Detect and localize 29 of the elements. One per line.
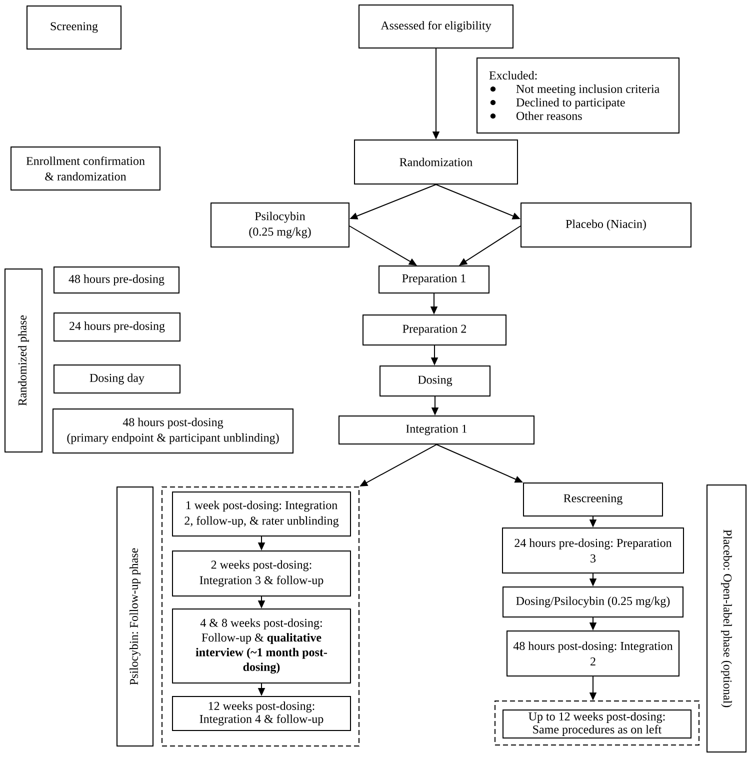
stage-box: Enrollment confirmation & randomization (10, 146, 160, 190)
timepoint-box: 48 hours pre-dosing (54, 266, 180, 294)
process-box: Dosing/Psilocybin (0.25 mg/kg) (502, 586, 684, 618)
process-box: Randomization (354, 140, 518, 184)
phase-band: Randomized phase (4, 268, 42, 452)
dashed-group-frame (162, 486, 360, 746)
stage-box: Screening (26, 6, 122, 50)
process-box: Assessed for eligibility (358, 4, 514, 48)
timepoint-box: Dosing day (54, 364, 180, 394)
process-box: Up to 12 weeks post-dosing: Same procedures as on left (502, 710, 692, 738)
process-box: 48 hours post-dosing: Integration 2 (506, 630, 680, 676)
exclusion-box: Excluded: Not meeting inclusion criteria Declined to participate Other reasons (476, 58, 680, 134)
process-box: 4 & 8 weeks post-dosing: Follow-up & qualitative interview (~1 month post-dosing) (172, 608, 351, 684)
phase-band: Placebo: Open-label phase (optional) (706, 484, 746, 752)
process-box: 1 week post-dosing: Integration 2, follow-up, & rater unblinding (172, 492, 351, 536)
process-box: 2 weeks post-dosing: Integration 3 & follow-up (172, 550, 351, 596)
process-box: Dosing (380, 366, 490, 396)
process-box: Integration 1 (338, 416, 534, 444)
timepoint-box: 24 hours pre-dosing (54, 312, 180, 342)
phase-band: Psilocybin: Follow-up phase (116, 486, 154, 746)
process-box: 24 hours pre-dosing: Preparation 3 (502, 528, 684, 574)
timepoint-box: 48 hours post-dosing (primary endpoint & participant unblinding) (52, 408, 294, 454)
process-box: Rescreening (523, 482, 663, 516)
process-box: Psilocybin (0.25 mg/kg) (210, 202, 350, 248)
process-box: Preparation 1 (378, 266, 490, 294)
process-box: Placebo (Niacin) (520, 202, 692, 248)
dashed-group-frame (494, 700, 700, 746)
process-box: Preparation 2 (362, 314, 506, 346)
process-box: 12 weeks post-dosing: Integration 4 & follow-up (172, 696, 351, 731)
